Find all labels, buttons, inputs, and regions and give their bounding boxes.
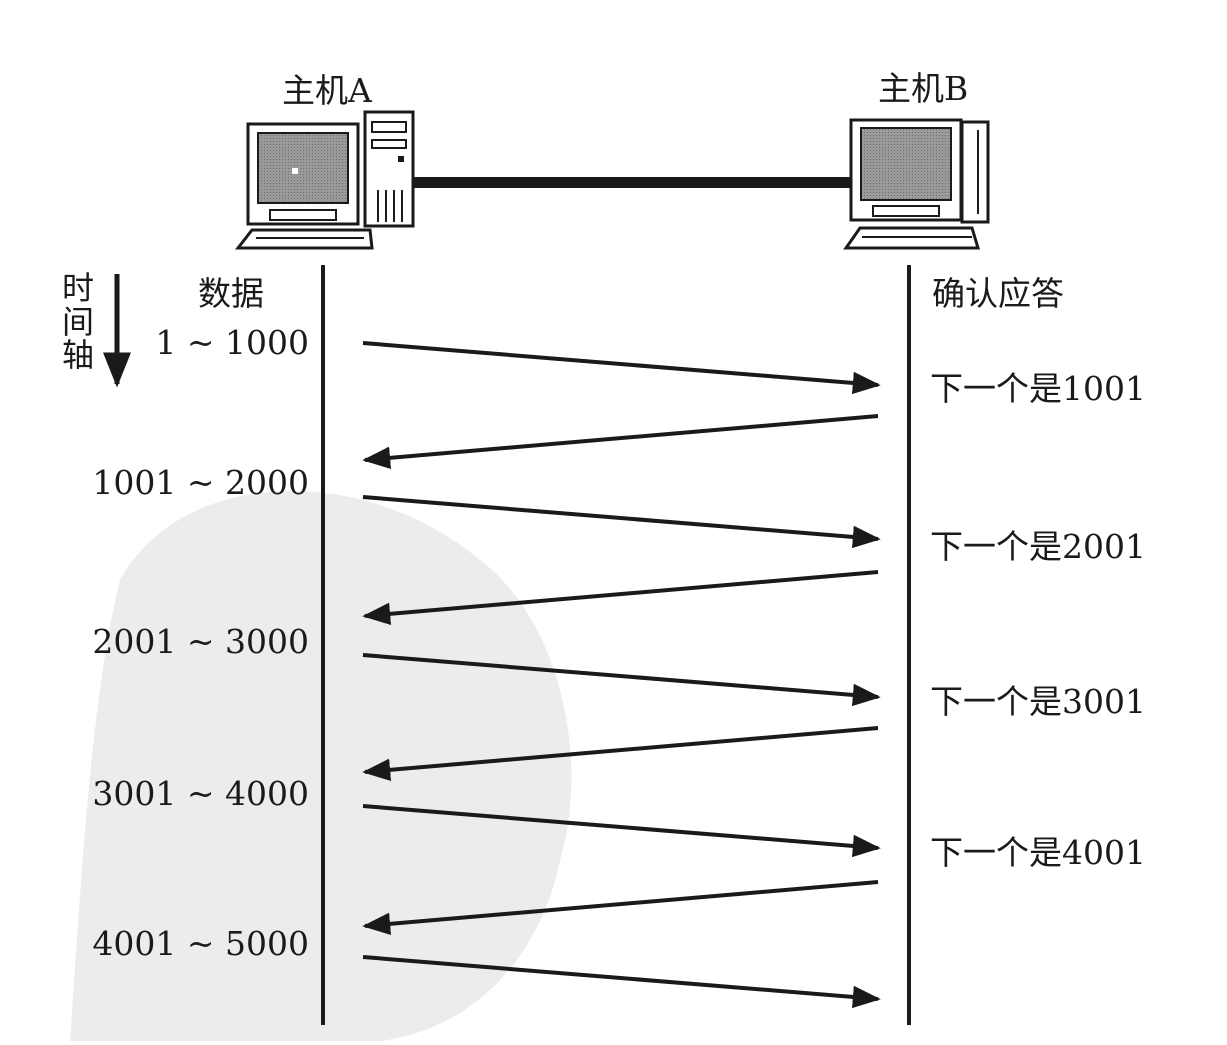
watermark-seal — [70, 490, 572, 1042]
data-segment-label: 3001 ~ 4000 — [92, 774, 309, 813]
time-axis-char: 间 — [61, 302, 94, 341]
host-a-label: 主机A — [282, 71, 372, 110]
ack-arrow — [362, 414, 879, 470]
data-arrow — [362, 341, 881, 395]
data-segment-label: 4001 ~ 5000 — [92, 924, 309, 963]
network-cable — [410, 177, 855, 188]
data-arrow — [362, 653, 881, 707]
ack-arrow — [362, 880, 879, 936]
data-segment-label: 2001 ~ 3000 — [92, 622, 309, 661]
ack-message-label: 下一个是1001 — [930, 369, 1146, 408]
data-arrow — [362, 955, 881, 1009]
ack-arrow — [362, 726, 879, 782]
data-header: 数据 — [198, 274, 264, 313]
data-arrow — [362, 495, 881, 549]
data-arrow — [362, 804, 881, 858]
time-axis-label: 时 间 轴 — [60, 269, 96, 375]
ack-message-label: 下一个是3001 — [930, 682, 1146, 721]
data-segment-label: 1 ~ 1000 — [155, 323, 309, 362]
ack-message-label: 下一个是4001 — [930, 833, 1146, 872]
ack-arrow — [362, 570, 879, 626]
host-b-computer-icon — [843, 118, 990, 250]
time-axis-char: 时 — [61, 269, 94, 307]
time-axis-char: 轴 — [61, 336, 94, 375]
ack-message-label: 下一个是2001 — [930, 527, 1146, 566]
host-b-label: 主机B — [878, 69, 969, 108]
ack-header: 确认应答 — [932, 274, 1064, 313]
host-a-computer-icon — [234, 110, 415, 250]
data-segment-label: 1001 ~ 2000 — [92, 463, 309, 502]
